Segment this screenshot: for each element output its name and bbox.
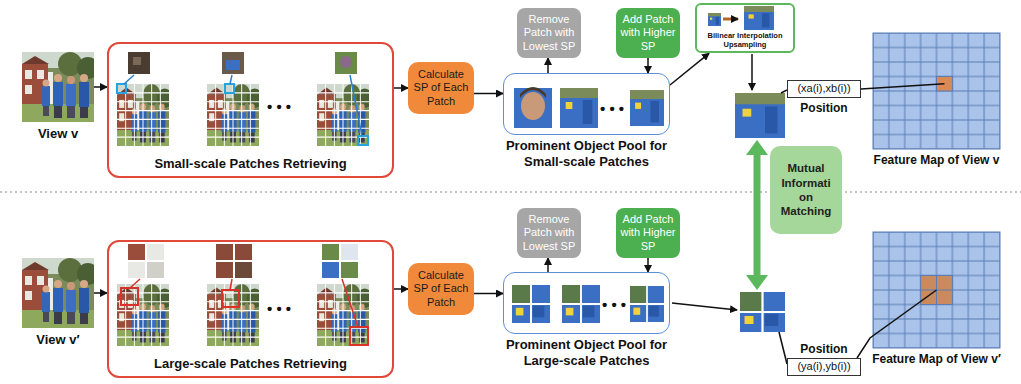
feature-map: Feature Map of View v′: [873, 232, 1000, 348]
connector-arrow: [861, 84, 945, 89]
add-box: Add Patch with Higher SP: [616, 208, 680, 258]
node-label: Bilinear Interpolation Upsampling: [699, 32, 791, 49]
position-box: (xa(i),xb(i))Position: [787, 80, 861, 98]
retrieval-box: Large-scale Patches Retrieving: [107, 240, 394, 378]
remove-box: Remove Patch with Lowest SP: [517, 8, 581, 58]
node-label: View v: [0, 126, 124, 141]
node-label: Add Patch with Higher SP: [619, 213, 677, 253]
matching-box: Mutual Informati on Matching: [770, 146, 842, 234]
remove-box: Remove Patch with Lowest SP: [517, 208, 581, 258]
node-label: Remove Patch with Lowest SP: [520, 13, 578, 53]
node-label: Prominent Object Pool for Small-scale Pa…: [504, 138, 669, 169]
connector-arrow: [394, 87, 408, 89]
node-sublabel: Position: [758, 101, 890, 115]
connector-arrow: [394, 288, 408, 290]
pool-box: Prominent Object Pool for Small-scale Pa…: [503, 73, 670, 135]
node-label: Large-scale Patches Retrieving: [109, 356, 392, 371]
calc-box: Calculate SP of Each Patch: [408, 263, 474, 315]
position-box: (ya(i),yb(i))Position: [787, 358, 861, 376]
ellipsis-mark: • • •: [600, 100, 624, 117]
connector-arrow: [647, 58, 649, 73]
node-sublabel: Position: [758, 342, 890, 356]
connector-arrow: [547, 258, 549, 272]
connector-arrow: [647, 258, 649, 272]
node-label: View v′: [0, 332, 124, 347]
ellipsis-mark: • • •: [267, 300, 291, 317]
feature-map: Feature Map of View v: [873, 33, 1000, 149]
ellipsis-mark: • • •: [267, 98, 291, 115]
ellipsis-mark: • • •: [602, 296, 626, 313]
view-image: View v: [22, 52, 94, 122]
connector-arrow: [547, 58, 549, 73]
connector-arrow: [474, 293, 503, 295]
view-image: View v′: [22, 258, 94, 328]
upsample-box: Bilinear Interpolation Upsampling: [695, 3, 795, 53]
connector-arrow: [670, 53, 709, 85]
node-label: (xa(i),xb(i)): [793, 82, 855, 94]
connector-arrow: [94, 292, 107, 294]
connector-arrow: [94, 86, 107, 88]
add-box: Add Patch with Higher SP: [616, 8, 680, 58]
node-label: Prominent Object Pool for Large-scale Pa…: [504, 337, 669, 368]
node-label: Calculate SP of Each Patch: [411, 269, 471, 309]
connector-arrow: [474, 93, 503, 95]
node-label: (ya(i),yb(i)): [793, 360, 855, 372]
node-label: Small-scale Patches Retrieving: [109, 156, 392, 171]
node-label: Mutual Informati on Matching: [774, 161, 838, 219]
node-label: Feature Map of View v: [843, 153, 1021, 167]
calc-box: Calculate SP of Each Patch: [408, 62, 474, 114]
retrieval-box: Small-scale Patches Retrieving: [107, 42, 394, 178]
pool-box: Prominent Object Pool for Large-scale Pa…: [503, 272, 670, 334]
connector-arrow: [857, 290, 937, 358]
node-label: Remove Patch with Lowest SP: [520, 213, 578, 253]
node-label: Add Patch with Higher SP: [619, 13, 677, 53]
node-label: Feature Map of View v′: [843, 352, 1021, 366]
node-label: Calculate SP of Each Patch: [411, 68, 471, 108]
